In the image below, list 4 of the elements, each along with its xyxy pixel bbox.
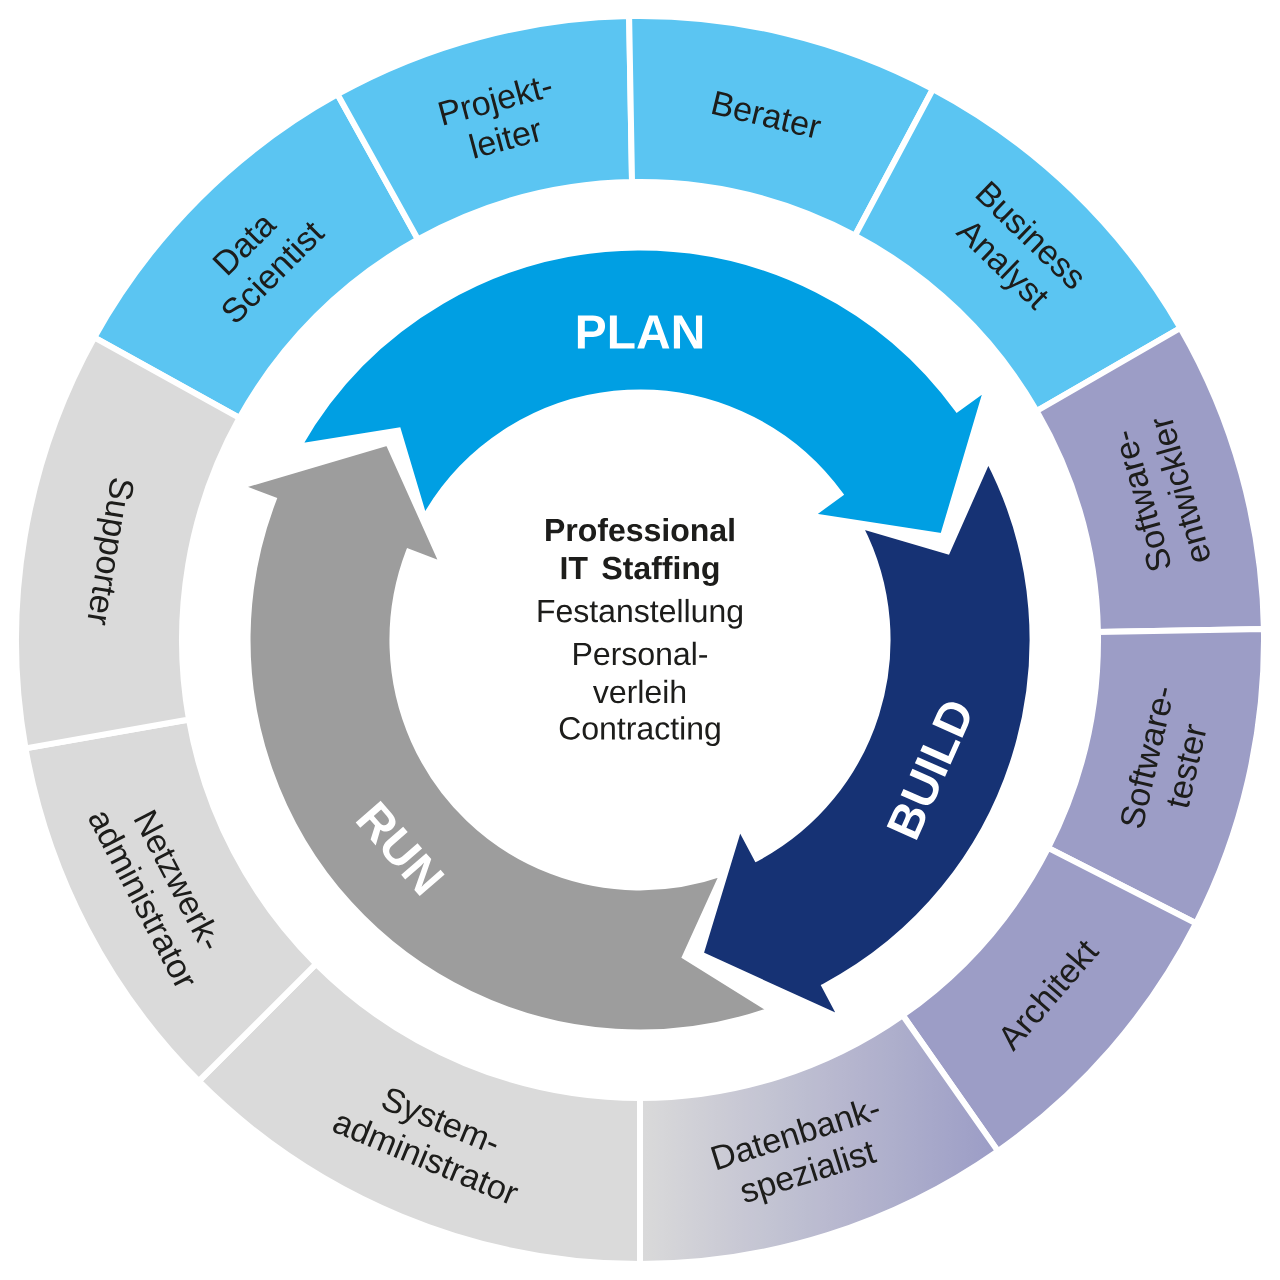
node-label: Software- tester [1121, 687, 1206, 828]
center-text: Professional IT Staffing Festanstellung Personal- verleih Contracting [538, 517, 742, 747]
ring-segment: Software- entwickler [1033, 325, 1267, 635]
ring-segment: Supporter [13, 334, 243, 752]
